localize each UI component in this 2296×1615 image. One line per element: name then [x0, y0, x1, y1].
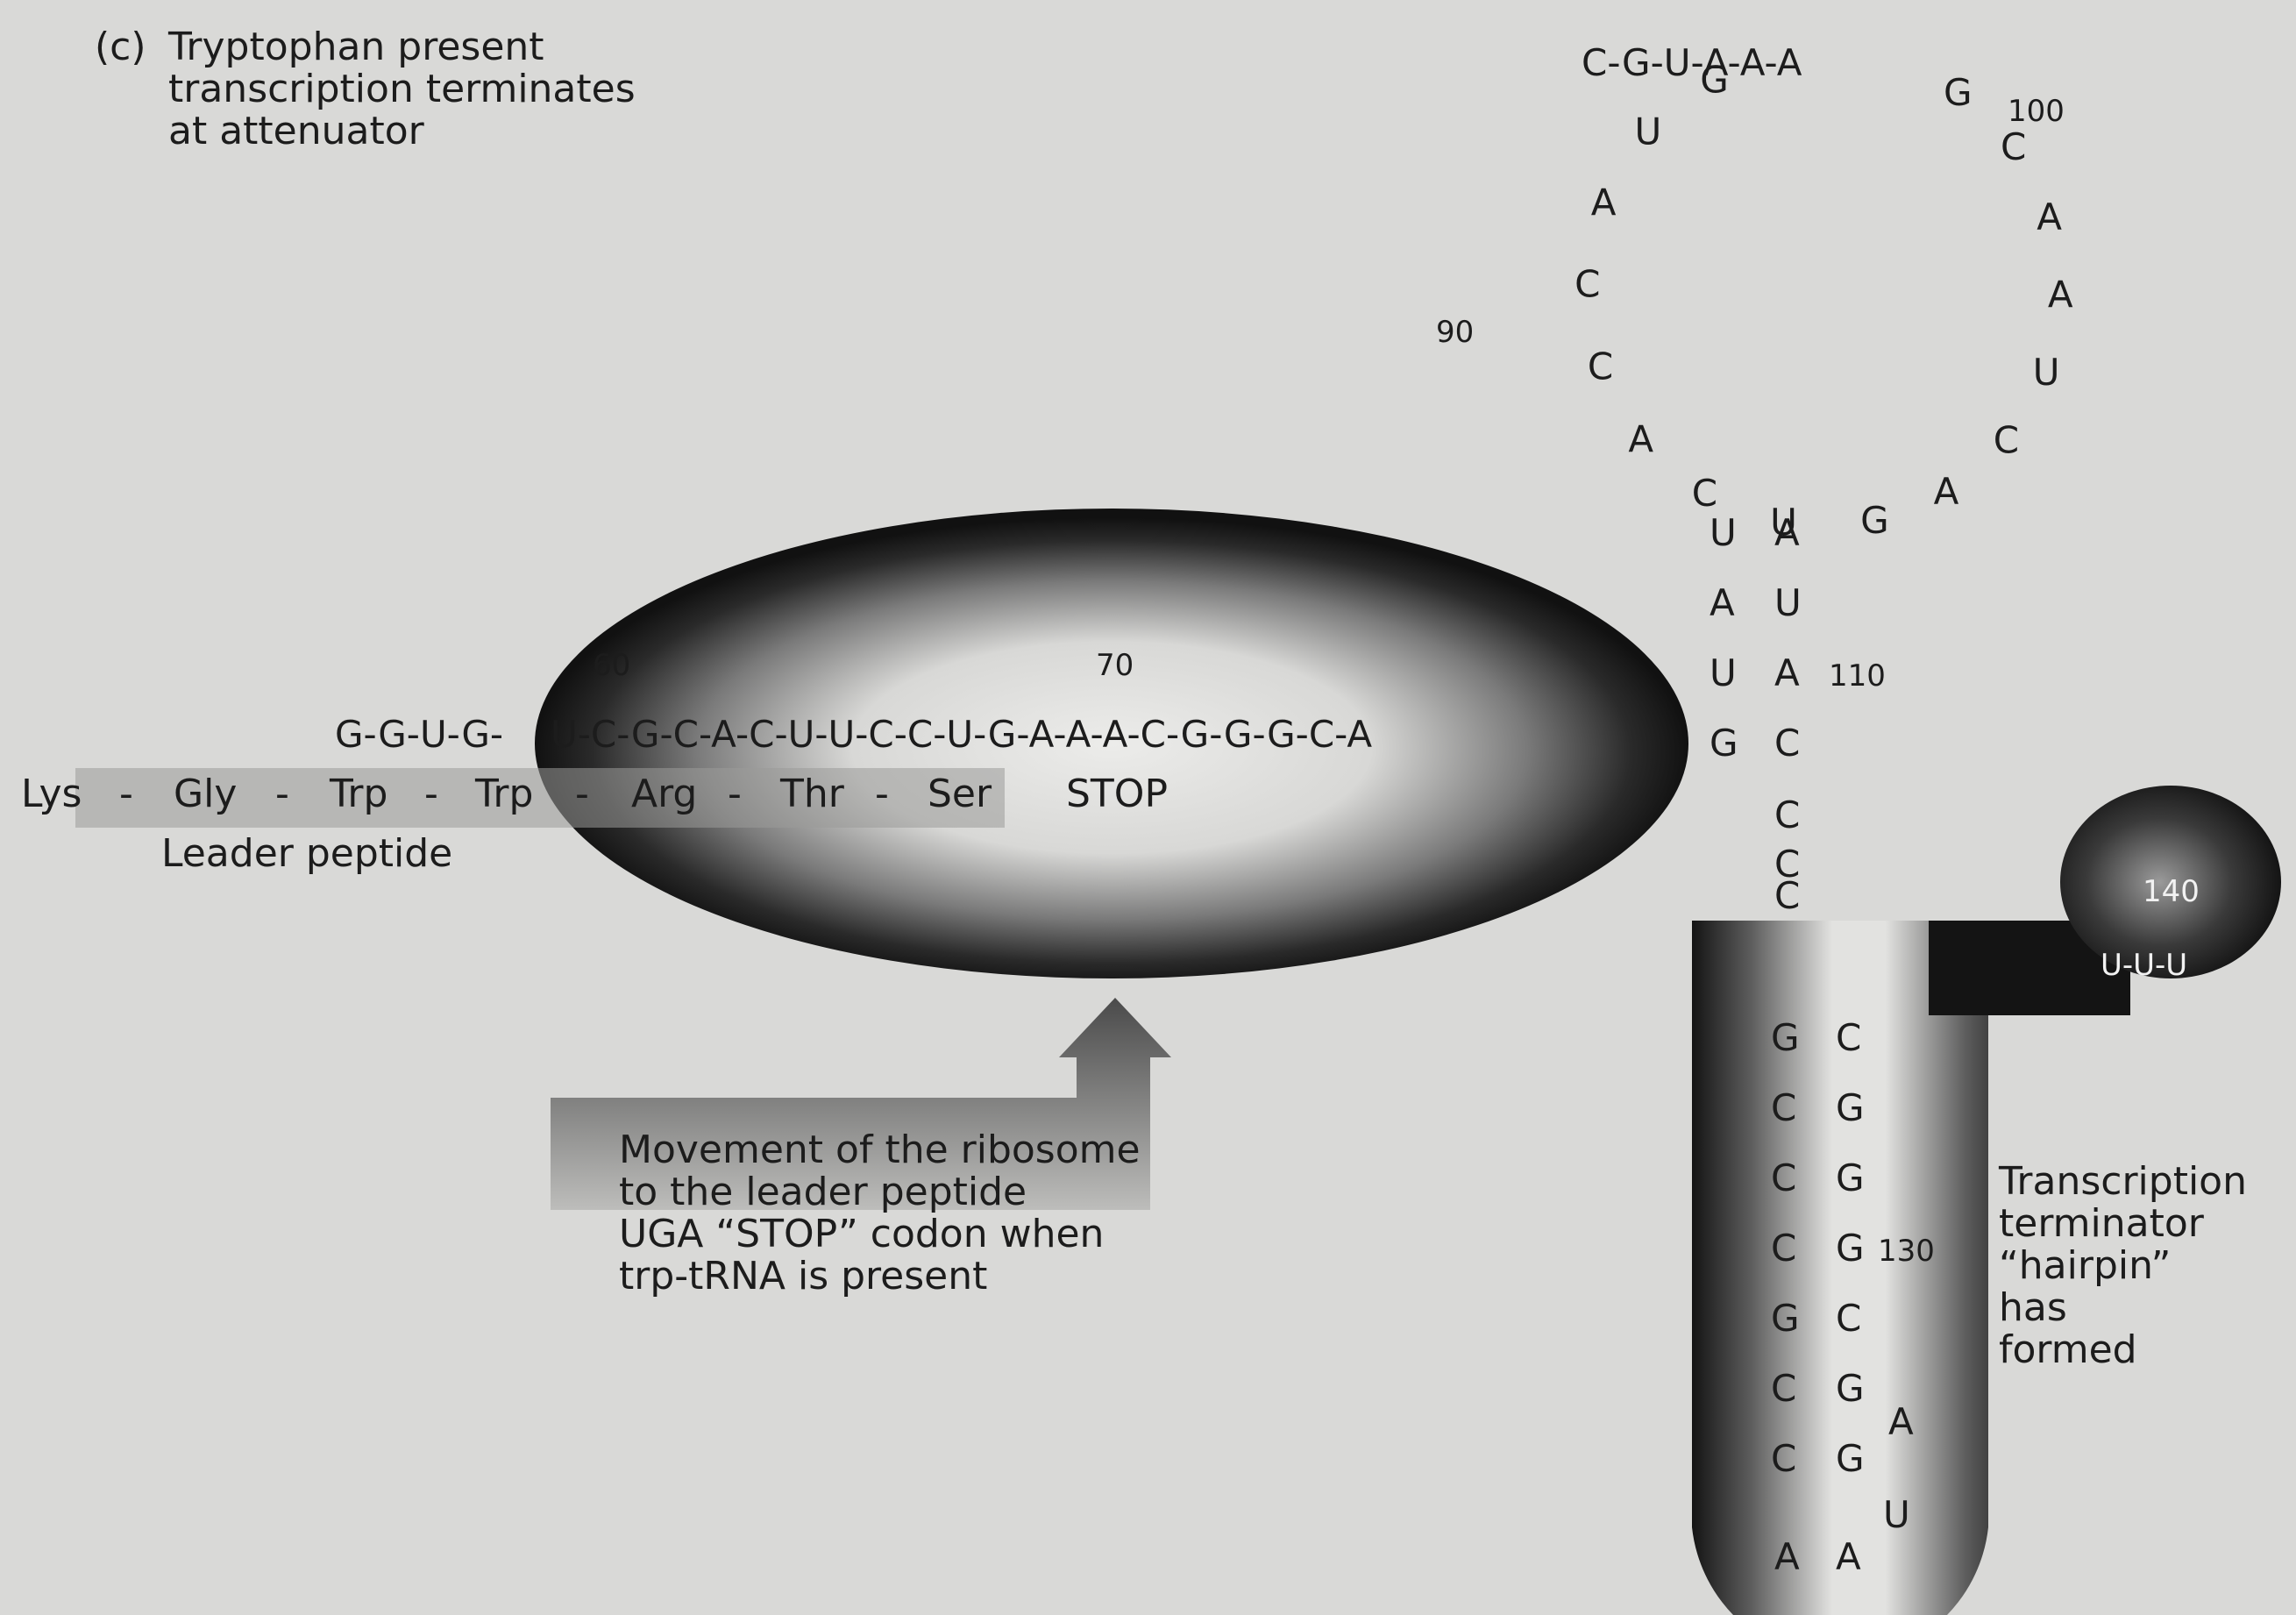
- note-line-4: trp-tRNA is present: [619, 1254, 987, 1298]
- panel-label: (c): [95, 25, 146, 69]
- position-70: 70: [1096, 648, 1134, 683]
- loop-nucleotide: U: [1635, 110, 1662, 153]
- stem-tail: C: [1774, 793, 1800, 836]
- term-right: G: [1836, 1437, 1865, 1480]
- term-left: C: [1771, 1086, 1796, 1129]
- stem-left: U: [1710, 511, 1737, 554]
- term-right: G: [1836, 1156, 1865, 1199]
- loop-nucleotide: C: [1588, 345, 1613, 388]
- panel-caption: (c) Tryptophan present transcription ter…: [95, 25, 636, 153]
- term-left: G: [1771, 1297, 1800, 1340]
- residue-arg: Arg: [631, 772, 697, 816]
- residue-lys: Lys: [21, 772, 82, 816]
- term-left: C: [1771, 1437, 1796, 1480]
- stem-right: A: [1774, 651, 1800, 694]
- loop-nucleotide: A: [2037, 196, 2062, 238]
- residue-dash: -: [728, 772, 742, 816]
- caption-line-3: at attenuator: [168, 109, 425, 153]
- note-line-2: to the leader peptide: [619, 1170, 1027, 1214]
- residue-dash: -: [424, 772, 438, 816]
- rna-loop: G U A C C A C U C-G-U-A-A-A G C A A U C …: [1436, 41, 2073, 544]
- loop-top-sequence: C-G-U-A-A-A: [1582, 41, 1802, 84]
- terminator-label: Transcription terminator “hairpin” has f…: [1998, 1159, 2247, 1372]
- term-loop-nucleotide: A: [1888, 1400, 1914, 1443]
- stem-left: U: [1710, 651, 1737, 694]
- loop-nucleotide: C: [1575, 263, 1600, 306]
- loop-nucleotide: U: [2033, 351, 2060, 394]
- caption-line-2: transcription terminates: [168, 67, 636, 111]
- residue-dash: -: [275, 772, 289, 816]
- terminator-tail: U-U-U: [2101, 948, 2187, 983]
- term-right: C: [1836, 1016, 1861, 1059]
- stem-tail: C: [1774, 874, 1800, 917]
- terminator-label-line: terminator: [1999, 1201, 2205, 1246]
- leader-rna-inner: U-C-G-C-A-C-U-U-C-C-U-G-A-A-A-C-G-G-G-C-…: [551, 713, 1372, 756]
- position-90: 90: [1436, 315, 1474, 350]
- terminator-label-line: has: [1999, 1285, 2067, 1330]
- stem-left: A: [1710, 581, 1735, 624]
- position-140: 140: [2143, 874, 2200, 909]
- term-loop-nucleotide: A: [1774, 1535, 1800, 1578]
- antiterminator-stem: U A A U U A G C 110 C C C: [1710, 511, 1886, 917]
- residue-dash: -: [119, 772, 133, 816]
- residue-thr: Thr: [779, 772, 845, 816]
- term-left: C: [1771, 1227, 1796, 1270]
- term-right: G: [1836, 1227, 1865, 1270]
- position-130: 130: [1878, 1234, 1935, 1269]
- terminator-label-line: formed: [1999, 1327, 2137, 1372]
- note-line-1: Movement of the ribosome: [619, 1128, 1141, 1172]
- residue-dash: -: [575, 772, 589, 816]
- term-left: C: [1771, 1156, 1796, 1199]
- stem-right: U: [1774, 581, 1802, 624]
- leader-peptide-label: Leader peptide: [161, 831, 452, 876]
- ribosome-note: Movement of the ribosome to the leader p…: [619, 1128, 1141, 1298]
- terminator-label-line: Transcription: [1998, 1159, 2247, 1204]
- position-60: 60: [593, 648, 630, 683]
- term-right: G: [1836, 1367, 1865, 1410]
- residue-trp: Trp: [474, 772, 533, 816]
- loop-nucleotide: A: [1934, 470, 1959, 513]
- leader-rna-prefix: G-G-U-G-: [335, 713, 503, 756]
- loop-nucleotide: G: [1860, 499, 1889, 542]
- stem-left: G: [1710, 722, 1738, 765]
- terminator-label-line: “hairpin”: [1999, 1243, 2171, 1288]
- loop-nucleotide: G: [1944, 71, 1973, 114]
- term-left: G: [1771, 1016, 1800, 1059]
- term-right: G: [1836, 1086, 1865, 1129]
- loop-nucleotide: A: [2048, 274, 2073, 317]
- note-line-3: UGA “STOP” codon when: [619, 1212, 1104, 1256]
- stop-codon-label: STOP: [1066, 772, 1168, 816]
- residue-dash: -: [875, 772, 889, 816]
- position-110: 110: [1829, 658, 1886, 694]
- loop-nucleotide: C: [2001, 125, 2026, 168]
- residue-gly: Gly: [174, 772, 237, 816]
- term-left: C: [1771, 1367, 1796, 1410]
- loop-nucleotide: A: [1591, 181, 1617, 224]
- term-loop-nucleotide: A: [1836, 1535, 1861, 1578]
- loop-nucleotide: C: [1692, 472, 1717, 515]
- position-100: 100: [2008, 94, 2065, 129]
- term-loop-nucleotide: U: [1883, 1493, 1910, 1536]
- term-right: C: [1836, 1297, 1861, 1340]
- loop-nucleotide: A: [1628, 418, 1653, 461]
- stem-right: A: [1774, 511, 1800, 554]
- residue-ser: Ser: [928, 772, 992, 816]
- stem-right: C: [1774, 722, 1800, 765]
- loop-nucleotide: C: [1994, 419, 2019, 462]
- caption-line-1: Tryptophan present: [167, 25, 544, 69]
- residue-trp: Trp: [329, 772, 387, 816]
